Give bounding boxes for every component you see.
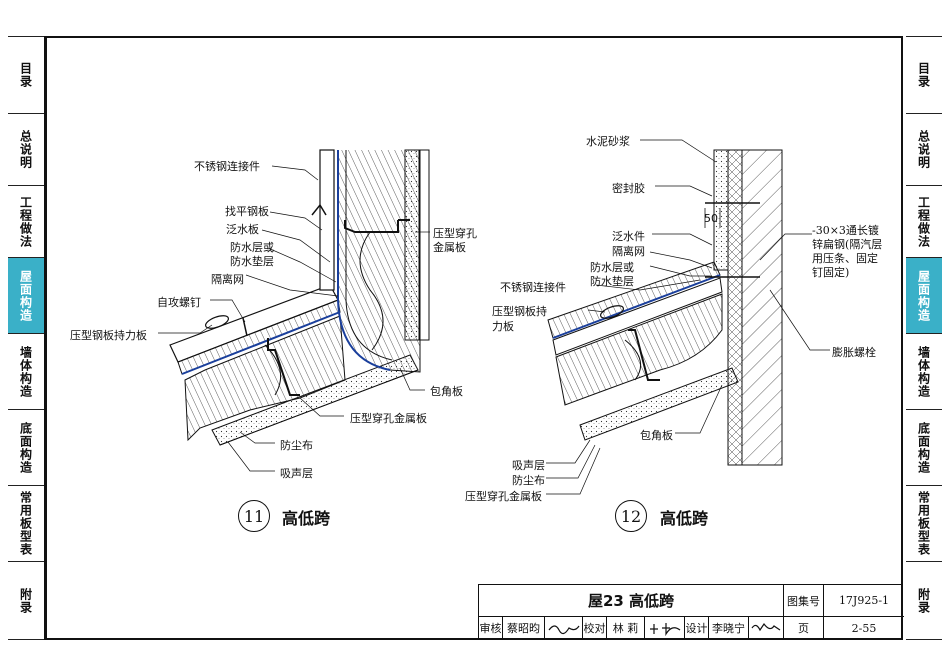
- detail-11-title: 高低跨: [282, 509, 331, 528]
- left-sidebar-tab-4[interactable]: 墙体构造: [8, 334, 44, 410]
- checker-signature: [645, 617, 685, 639]
- left-sidebar-tab-2[interactable]: 工程做法: [8, 186, 44, 258]
- left-sidebar-tab-label: 附录: [18, 587, 33, 614]
- label-isolation-mesh-11: 隔离网: [211, 273, 244, 286]
- right-sidebar-tab-3[interactable]: 屋面构造: [906, 258, 942, 334]
- label-perforated-panel-12: 压型穿孔金属板: [465, 490, 542, 503]
- detail-12-drawing: [546, 139, 830, 495]
- left-sidebar-tab-5[interactable]: 底面构造: [8, 410, 44, 486]
- label-perforated-panel-11-b: 金属板: [433, 241, 466, 254]
- reviewer-name: 蔡昭昀: [503, 617, 545, 639]
- label-waterproof-12-a: 防水层或: [590, 261, 634, 274]
- detail-11-number: 11: [238, 500, 270, 532]
- design-label: 设计: [685, 617, 709, 639]
- left-sidebar-tab-3[interactable]: 屋面构造: [8, 258, 44, 334]
- right-sidebar-tab-label: 底面构造: [916, 421, 931, 474]
- reviewer-signature: [545, 617, 583, 639]
- dimension-50: 50: [704, 212, 718, 225]
- designer-signature: [749, 617, 784, 639]
- left-sidebar-tab-label: 总说明: [18, 130, 33, 169]
- label-waterproof-12-b: 防水垫层: [590, 275, 634, 288]
- left-sidebar-tab-label: 底面构造: [18, 421, 33, 474]
- right-sidebar-tab-label: 墙体构造: [916, 345, 931, 398]
- check-label: 校对: [583, 617, 607, 639]
- label-stainless-connector-12: 不锈钢连接件: [500, 281, 566, 294]
- right-sidebar-tab-label: 屋面构造: [916, 269, 931, 322]
- right-sidebar-tab-label: 总说明: [916, 130, 931, 169]
- left-sidebar-line: [44, 36, 45, 640]
- label-stainless-connector-11: 不锈钢连接件: [194, 160, 260, 173]
- label-bearing-plate-11: 压型钢板持力板: [70, 329, 147, 342]
- left-sidebar-tab-label: 常用板型表: [18, 491, 33, 556]
- label-sound-absorbing-12: 吸声层: [512, 459, 545, 472]
- right-sidebar-tab-label: 常用板型表: [916, 491, 931, 556]
- label-perforated-panel-11-a: 压型穿孔: [433, 227, 477, 240]
- label-perforated-panel-11-bottom: 压型穿孔金属板: [350, 412, 427, 425]
- label-flat-steel-c: 用压条、固定: [812, 252, 878, 265]
- label-flat-steel-a: -30×3通长镀: [812, 224, 879, 237]
- left-sidebar-tab-label: 工程做法: [18, 195, 33, 248]
- label-flashing-piece: 泛水件: [612, 230, 645, 243]
- detail-12-title: 高低跨: [660, 509, 709, 528]
- label-corner-plate-11: 包角板: [430, 385, 463, 398]
- right-sidebar-tab-0[interactable]: 目录: [906, 36, 942, 114]
- page-number: 2-55: [851, 621, 877, 635]
- right-sidebar-tab-7[interactable]: 附录: [906, 562, 942, 640]
- label-bearing-plate-12-b: 力板: [492, 320, 514, 333]
- review-label: 审核: [479, 617, 503, 639]
- label-self-tapping-screw: 自攻螺钉: [157, 296, 201, 309]
- right-sidebar-tab-label: 工程做法: [916, 195, 931, 248]
- right-sidebar-tab-6[interactable]: 常用板型表: [906, 486, 942, 562]
- right-sidebar-tab-label: 目录: [916, 62, 931, 88]
- atlas-no-label: 图集号: [784, 585, 824, 617]
- atlas-no: 17J925-1: [824, 585, 904, 617]
- left-sidebar-tab-7[interactable]: 附录: [8, 562, 44, 640]
- detail-12-number: 12: [615, 500, 647, 532]
- right-sidebar-tab-2[interactable]: 工程做法: [906, 186, 942, 258]
- label-bearing-plate-12-a: 压型钢板持: [492, 305, 547, 318]
- label-waterproof-11-a: 防水层或: [230, 241, 274, 254]
- left-sidebar-tab-1[interactable]: 总说明: [8, 114, 44, 186]
- drawing-frame: [45, 36, 903, 640]
- label-flashing-11: 泛水板: [226, 223, 259, 236]
- label-expansion-bolt: 膨胀螺栓: [832, 346, 876, 359]
- right-sidebar-tab-5[interactable]: 底面构造: [906, 410, 942, 486]
- label-flat-steel-b: 锌扁钢(隔汽层: [812, 238, 883, 251]
- left-sidebar-tab-6[interactable]: 常用板型表: [8, 486, 44, 562]
- label-leveling-plate: 找平钢板: [225, 205, 269, 218]
- label-corner-plate-12: 包角板: [640, 429, 673, 442]
- detail-11-drawing: [158, 149, 430, 472]
- label-isolation-mesh-12: 隔离网: [612, 245, 645, 258]
- label-dust-cloth-12: 防尘布: [512, 474, 545, 487]
- left-sidebar-tab-label: 墙体构造: [18, 345, 33, 398]
- right-sidebar-tab-label: 附录: [916, 587, 931, 614]
- right-sidebar-tab-4[interactable]: 墙体构造: [906, 334, 942, 410]
- drawing-title: 屋23 高低跨: [479, 585, 784, 617]
- designer-name: 李晓宁: [709, 617, 749, 639]
- label-dust-cloth-11: 防尘布: [280, 439, 313, 452]
- checker-name: 林 莉: [607, 617, 645, 639]
- label-sound-absorbing-11: 吸声层: [280, 467, 313, 480]
- label-flat-steel-d: 钉固定): [812, 266, 850, 279]
- page-label: 页: [784, 617, 824, 639]
- left-sidebar-tab-label: 目录: [18, 62, 33, 88]
- title-block: 屋23 高低跨 图集号 17J925-1 审核 蔡昭昀 校对 林 莉 设计 李晓…: [478, 584, 904, 640]
- left-sidebar-tab-0[interactable]: 目录: [8, 36, 44, 114]
- label-cement-mortar: 水泥砂浆: [586, 135, 630, 148]
- label-waterproof-11-b: 防水垫层: [230, 255, 274, 268]
- left-sidebar-tab-label: 屋面构造: [18, 269, 33, 322]
- label-sealant: 密封胶: [612, 182, 645, 195]
- right-sidebar-tab-1[interactable]: 总说明: [906, 114, 942, 186]
